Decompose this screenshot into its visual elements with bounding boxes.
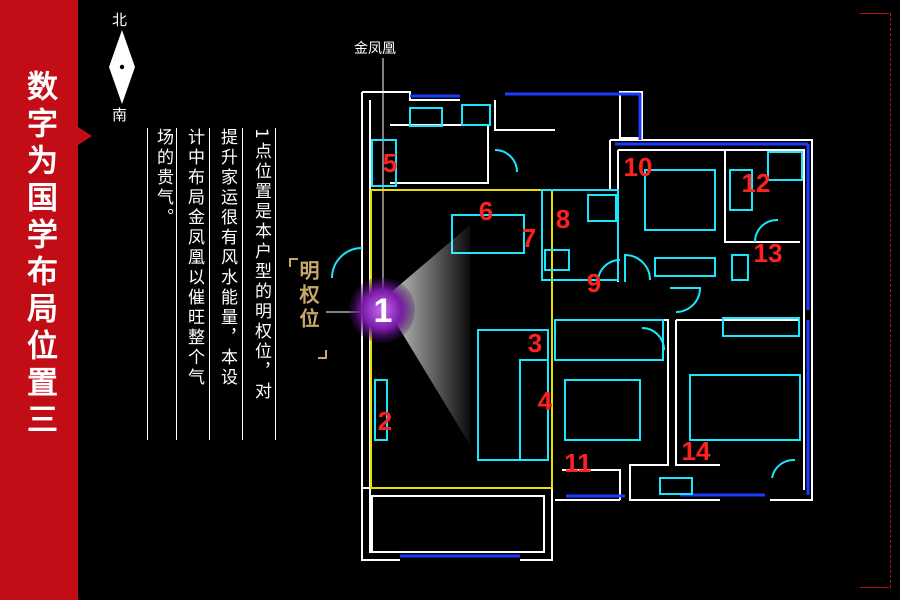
compass-icon	[109, 30, 135, 104]
desc-divider	[147, 128, 148, 440]
walls-blue	[400, 92, 810, 558]
desc-divider	[176, 128, 177, 440]
compass-south-label: 南	[112, 106, 128, 124]
door-arcs	[331, 149, 796, 479]
description-block: 1点位置是本户型的明权位，对 提升家运很有风水能量，本设 计中布局金凤凰以催旺整…	[147, 128, 276, 440]
callout-label: 金凤凰	[354, 41, 396, 57]
light-beam	[382, 225, 470, 445]
frame-corner-bottom	[860, 587, 889, 588]
sidebar: 数字为国学布局位置三	[0, 0, 78, 600]
desc-divider	[209, 128, 210, 440]
desc-column: 计中布局金凤凰以催旺整个气	[184, 128, 204, 388]
marker-13: 13	[754, 238, 783, 268]
furniture-cyan	[371, 104, 803, 495]
marker-10: 10	[624, 152, 653, 182]
marker-5: 5	[383, 148, 397, 178]
marker-8: 8	[556, 204, 570, 234]
marker-4: 4	[538, 386, 553, 416]
desc-divider	[242, 128, 243, 440]
marker-2: 2	[378, 406, 392, 436]
label-bracket	[289, 258, 298, 267]
marker-11: 11	[564, 448, 592, 478]
marker-3: 3	[528, 328, 542, 358]
desc-column: 场的贵气。	[153, 128, 173, 228]
desc-divider	[275, 128, 276, 440]
marker-7: 7	[522, 223, 536, 253]
frame-corner-top	[860, 13, 889, 14]
marker-14: 14	[682, 436, 711, 466]
sidebar-title: 数字为国学布局位置三	[21, 70, 57, 440]
marker-1: 1	[374, 292, 393, 330]
marker-6: 6	[479, 196, 493, 226]
right-frame-line	[884, 13, 891, 588]
position-label: 明权位	[296, 260, 320, 332]
marker-12: 12	[742, 168, 771, 198]
label-bracket	[318, 350, 327, 359]
compass-north-label: 北	[112, 11, 128, 29]
desc-column: 1点位置是本户型的明权位，对	[251, 128, 271, 402]
purple-orb	[349, 277, 415, 343]
sidebar-notch	[78, 127, 92, 145]
marker-9: 9	[587, 268, 601, 298]
desc-column: 提升家运很有风水能量，本设	[217, 128, 237, 388]
